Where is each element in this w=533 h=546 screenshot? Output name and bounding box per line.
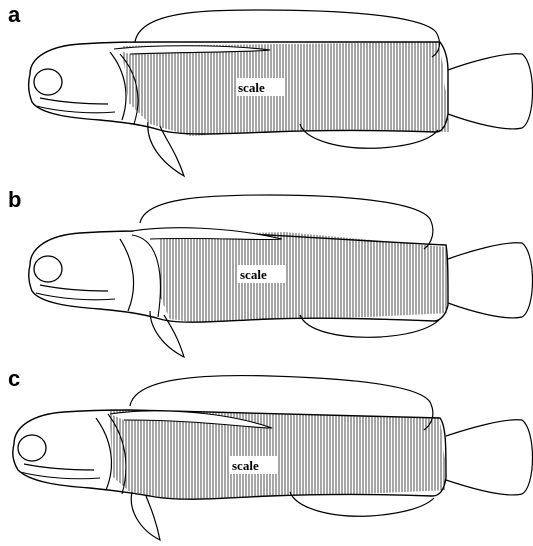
scale-label-b: scale — [240, 267, 267, 282]
eye — [18, 435, 46, 461]
scale-hatching — [158, 229, 446, 327]
eye — [34, 69, 62, 95]
fish-drawing-c: scale — [0, 366, 533, 546]
scale-label-a: scale — [238, 80, 265, 95]
fish-drawing-a: scale — [0, 2, 533, 182]
fish-drawing-b: scale — [0, 187, 533, 367]
gill-cover — [96, 418, 111, 490]
pectoral-base — [132, 235, 160, 317]
caudal-fin — [446, 420, 533, 495]
dorsal-fin — [140, 195, 433, 249]
pelvic-fin — [148, 122, 184, 176]
pectoral-base — [120, 54, 138, 124]
gill-cover — [110, 52, 126, 120]
jaw-line — [36, 293, 115, 300]
lateral-line — [132, 228, 282, 240]
panel-b: b scale — [0, 187, 533, 367]
panel-a: a — [0, 2, 533, 182]
caudal-fin — [448, 54, 533, 129]
anal-fin — [300, 124, 438, 148]
scale-label-c: scale — [232, 458, 259, 473]
caudal-fin — [448, 243, 533, 318]
mouth-line — [24, 464, 94, 470]
mouth-line — [40, 98, 108, 104]
panel-c: c scale — [0, 366, 533, 546]
pelvic-fin — [131, 492, 160, 540]
eye — [34, 256, 62, 282]
lateral-line — [114, 46, 270, 54]
mouth-line — [40, 285, 108, 291]
scale-hatching — [124, 40, 448, 138]
gill-cover — [120, 239, 134, 311]
